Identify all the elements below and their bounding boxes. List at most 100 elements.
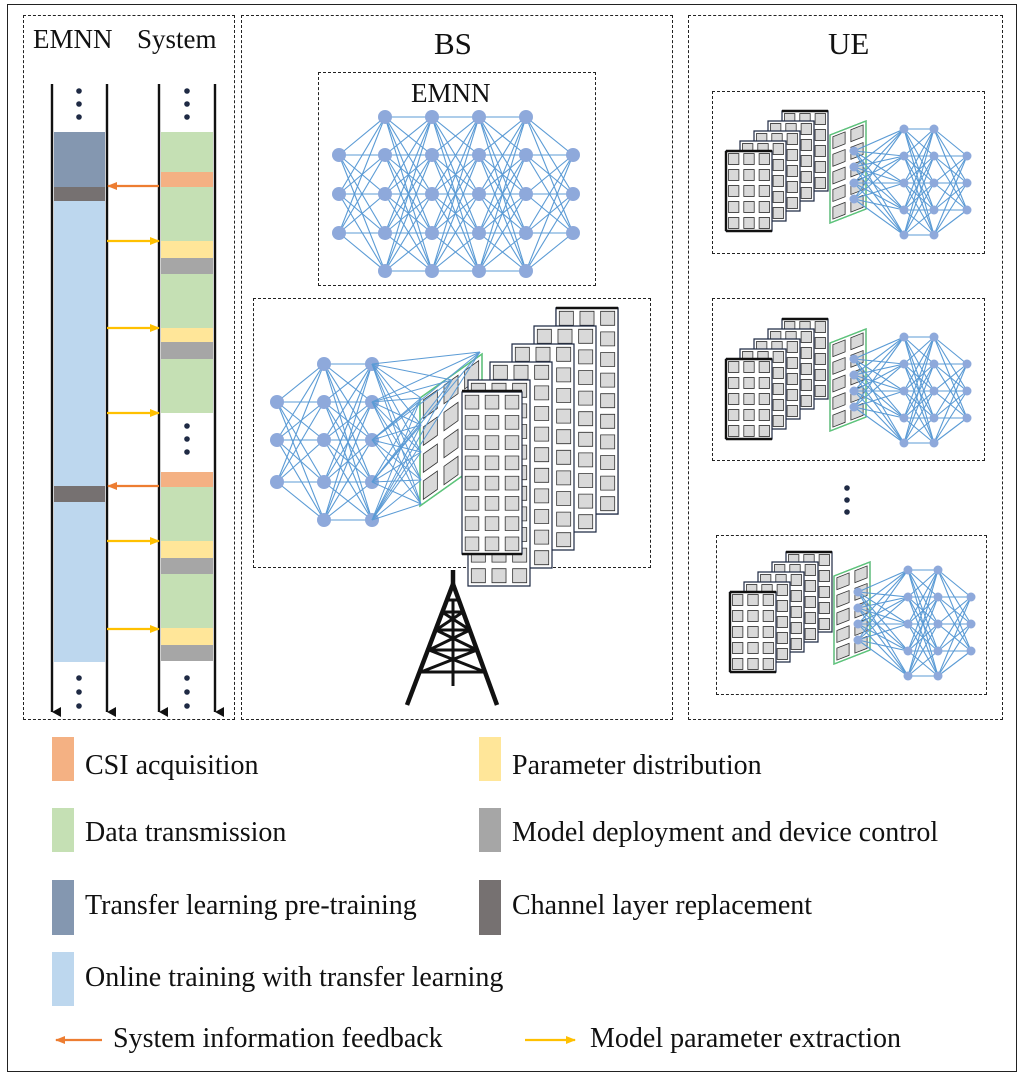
bs-surface-stack-0-cell: [558, 310, 574, 326]
ue-2-cube-panel-3-cell: [772, 415, 784, 427]
bs-network-box: [253, 298, 651, 568]
emnn-top-ellipsis-dot-0: [76, 88, 82, 94]
ue-2-nn-edge: [903, 336, 935, 392]
emnn-top-ellipsis-dot-1: [76, 101, 82, 107]
ue-3-cube-panel-4-cell: [732, 642, 744, 654]
ue-1-cube-panel-1-cell: [800, 171, 812, 183]
ue-1-nn-node: [899, 205, 909, 215]
ue-1-cube-panel-2-cell: [786, 197, 798, 209]
bs-surface-stack-3-cell: [534, 385, 550, 401]
system-segment-data: [161, 359, 213, 413]
system-mid-ellipsis-dot-2: [184, 449, 190, 455]
ue-1-nn-node: [899, 124, 909, 134]
ue-1-cube-panel-4-cell: [743, 185, 755, 197]
ue-3-cube-panel-4-cell: [762, 610, 774, 622]
bs-tower-strut: [404, 583, 456, 706]
ue-3-green-outline: [833, 561, 871, 665]
bs-encoder-to-surface-edge: [371, 439, 422, 453]
bs-encoder-edge: [276, 363, 325, 483]
ue-3-nn-node: [966, 646, 976, 656]
ue-2-cube-panel-4-cell: [743, 361, 755, 373]
system-top-ellipsis-dot-0: [184, 88, 190, 94]
ue-3-cube-panel-4-cell: [747, 594, 759, 606]
ue-3-green-surface-cell: [836, 642, 850, 661]
bs-surface-front-cell: [504, 394, 520, 410]
ue-3-nn-edge: [907, 569, 939, 652]
bs-surface-stack-1-cell: [578, 514, 594, 530]
ue-3-nn-edge: [907, 569, 939, 677]
ue-1-nn-edge: [903, 209, 935, 236]
ue-1-cube-panel-4-cell: [728, 185, 740, 197]
ue-1-green-surface-cell: [832, 201, 846, 220]
ue-1-green-surface-cell: [832, 131, 846, 150]
bs-tower-strut: [420, 648, 478, 674]
bs-emnn-edge: [525, 116, 574, 156]
bs-surface-stack-3-cell: [513, 364, 529, 380]
ue-3-cube-panel-2-cell: [790, 606, 802, 618]
emnn-bottom-ellipsis-dot-2: [76, 703, 82, 709]
bs-encoder-edge: [323, 439, 373, 521]
ue-panel: [688, 15, 1003, 720]
legend-label-replace: Channel layer replacement: [512, 890, 813, 921]
ue-2-nn-edge: [853, 406, 905, 419]
bs-encoder-to-surface-edge: [371, 424, 422, 441]
bs-surface-stack-1-cell: [578, 493, 594, 509]
ue-2-nn-edge: [853, 363, 905, 408]
bs-surface-front-cell: [464, 435, 480, 450]
ue-2-cube-panel-1-cell: [800, 379, 812, 391]
ue-2-nn-edge: [853, 374, 905, 392]
ue-3-cube-panel-3-cell: [776, 616, 788, 628]
bs-surface-stack-0-cell: [600, 372, 616, 388]
ue-3-nn-edge: [857, 591, 909, 625]
bs-surface-front-cell: [504, 415, 520, 430]
bs-surface-stack-4-cell: [470, 568, 486, 584]
ue-1-nn-edge: [933, 128, 968, 157]
bs-encoder-to-surface-edge: [371, 363, 422, 453]
ue-2-nn-edge: [853, 336, 905, 392]
ue-2-green-outline: [829, 328, 867, 432]
bs-surface-front-cell: [464, 536, 480, 552]
ue-1-nn-edge: [853, 150, 905, 157]
bs-surface-front-cell: [484, 536, 500, 552]
bs-surface-stack-3-cell: [534, 447, 550, 463]
ue-2-cube-panel-0-cell: [814, 385, 826, 397]
ue-1-cube-panel-4-cell: [728, 217, 740, 229]
bs-surface-stack-3-cell: [534, 550, 550, 566]
bs-surface-stack-3-cell: [534, 426, 550, 442]
bs-surface-stack-3-cell: [534, 467, 550, 483]
bs-surface-stack-2-cell: [556, 429, 572, 445]
ue-1-cube-panel-3-cell: [772, 175, 784, 187]
bs-encoder-edge: [276, 439, 325, 521]
bs-emnn-edge: [338, 116, 386, 195]
ue-box-1: [712, 91, 985, 254]
bs-emnn-node: [378, 187, 392, 201]
bs-title: BS: [434, 26, 472, 61]
ue-1-nn-node: [929, 230, 939, 240]
ue-2-nn-node: [929, 386, 939, 396]
ue-3-cube-panel-3-cell: [776, 632, 788, 644]
ue-1-nn-edge: [903, 182, 935, 236]
bs-emnn-box: [318, 72, 596, 286]
bs-surface-stack-1-cell: [578, 473, 594, 488]
bs-emnn-node: [378, 264, 392, 278]
ue-2-nn-edge: [853, 363, 905, 376]
bs-emnn-node: [425, 187, 439, 201]
bs-emnn-edge: [384, 116, 433, 234]
legend-label-online: Online training with transfer learning: [85, 962, 504, 993]
bs-emnn-edge: [478, 193, 527, 272]
ue-3-cube-panel-0-cell: [818, 554, 830, 566]
bs-surface-stack-1-cell: [578, 370, 594, 385]
ue-1-cube-panel-2-cell: [786, 165, 798, 177]
bs-emnn-edge: [338, 116, 386, 156]
ue-3-cube-panel-0-cell: [818, 586, 830, 598]
ue-3-nn-edge: [857, 607, 909, 625]
bs-encoder-to-surface-edge: [371, 379, 453, 521]
bs-encoder-node: [270, 433, 284, 447]
ue-2-cube-panel-4-cell: [728, 409, 740, 421]
bs-surface-front-cell: [484, 516, 500, 531]
bs-emnn-node: [332, 187, 346, 201]
ue-3-nn-node: [966, 619, 976, 629]
bs-green-surface-cell: [443, 401, 459, 432]
bs-encoder-to-surface-edge: [371, 397, 422, 403]
